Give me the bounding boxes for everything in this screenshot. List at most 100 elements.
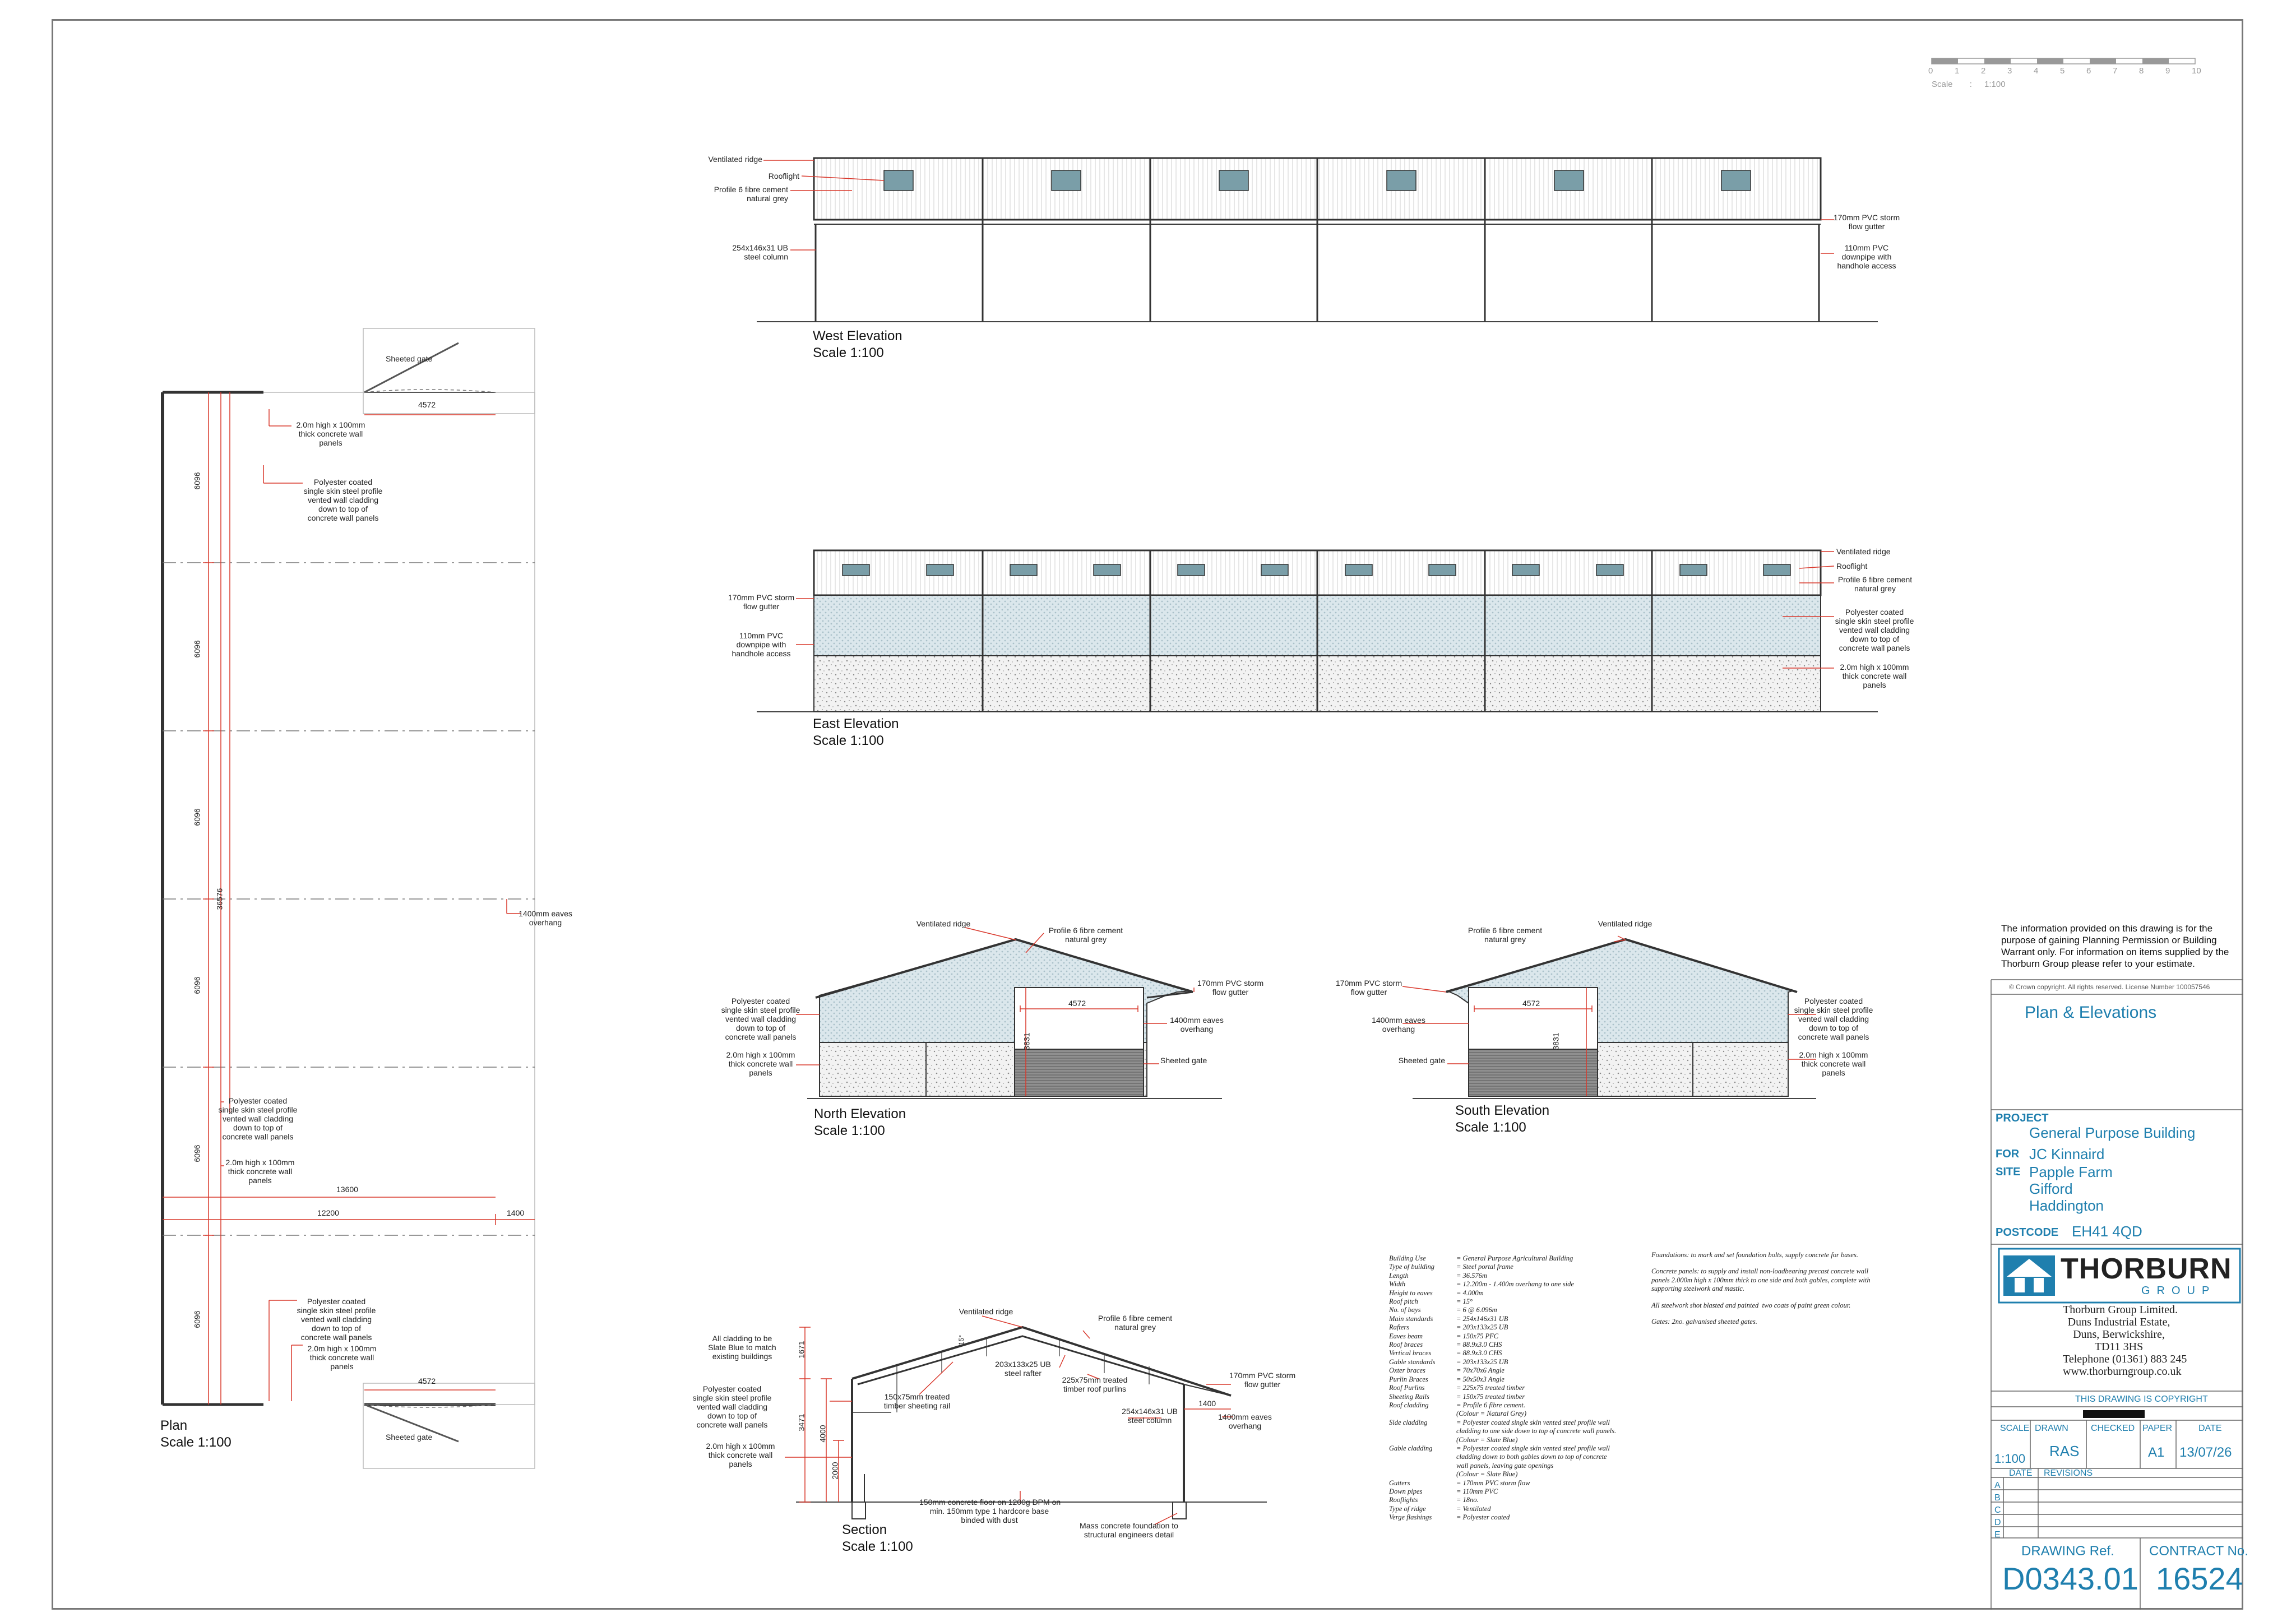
specification-list: Building Use= General Purpose Agricultur… xyxy=(1389,1254,1641,1522)
title-block-frame xyxy=(1991,979,2243,1610)
scale-bar-tick: 6 xyxy=(2086,66,2091,76)
plan-label-wall-mid: 2.0m high x 100mm thick concrete wall pa… xyxy=(225,1158,295,1185)
spec-row: No. of bays= 6 @ 6.096m xyxy=(1389,1306,1641,1314)
spec-row: Type of ridge = Ventilated xyxy=(1389,1505,1641,1513)
south-label-gutter: 170mm PVC storm flow gutter xyxy=(1335,979,1402,997)
spec-key: Main standards xyxy=(1389,1314,1433,1323)
spec-key: Roof cladding xyxy=(1389,1401,1429,1409)
section-dim-pitch: 15° xyxy=(957,1334,966,1346)
east-elevation-scale: Scale 1:100 xyxy=(813,733,884,748)
section-label-cladding: Polyester coated single skin steel profi… xyxy=(692,1384,772,1429)
spec-key: Roof braces xyxy=(1389,1341,1423,1349)
postcode: EH41 4QD xyxy=(2072,1223,2142,1240)
spec-value: = 36.576m xyxy=(1456,1271,1487,1280)
address-line-2: Duns Industrial Estate, xyxy=(2067,1316,2170,1328)
copyright-notice: THIS DRAWING IS COPYRIGHT xyxy=(2075,1394,2208,1404)
spec-key: Rooflights xyxy=(1389,1496,1418,1504)
spec-row: Verge flashings= Polyester coated xyxy=(1389,1513,1641,1522)
spec-value: = Polyester coated xyxy=(1456,1513,1510,1522)
plan-scale: Scale 1:100 xyxy=(160,1435,232,1450)
header-checked: CHECKED xyxy=(2091,1424,2135,1433)
plan-label-cladding-bottom: Polyester coated single skin steel profi… xyxy=(297,1297,376,1342)
plan-label-wall-bottom: 2.0m high x 100mm thick concrete wall pa… xyxy=(307,1344,377,1371)
scale-bar-tick: 5 xyxy=(2060,66,2065,76)
scale-bar xyxy=(1931,58,2196,64)
company-address: Thorburn Group Limited. Duns Industrial … xyxy=(2063,1304,2187,1378)
plan-dim-gate-bottom: 4572 xyxy=(418,1377,436,1385)
spec-row: Length= 36.576m xyxy=(1389,1272,1641,1280)
plan-dim-inner-width: 12200 xyxy=(317,1208,339,1217)
spec-value: = 50x50x3 Angle xyxy=(1456,1375,1505,1383)
spec-value: = 110mm PVC xyxy=(1456,1487,1498,1495)
spec-key: Down pipes xyxy=(1389,1487,1423,1495)
spec-value: = 150x75 PFC xyxy=(1456,1332,1499,1340)
rev-header-revisions: REVISIONS xyxy=(2044,1468,2093,1478)
spec-row: Eaves beam = 150x75 PFC xyxy=(1389,1332,1641,1341)
spec-value: = 225x75 treated timber xyxy=(1456,1384,1525,1392)
site-line-1: Papple Farm xyxy=(2029,1164,2113,1180)
scale-bar-tick: 8 xyxy=(2139,66,2144,76)
value-drawn: RAS xyxy=(2049,1443,2080,1459)
west-label-gutter: 170mm PVC storm flow gutter xyxy=(1833,213,1900,231)
spec-key: Height to eaves xyxy=(1389,1289,1433,1297)
north-elevation-drawing xyxy=(796,927,1222,1099)
spec-key: Building Use xyxy=(1389,1254,1426,1262)
rev-letter-a: A xyxy=(1994,1481,2001,1490)
north-label-gate: Sheeted gate xyxy=(1160,1056,1207,1065)
scale-bar-tick: 2 xyxy=(1981,66,1986,76)
section-title: Section xyxy=(842,1522,887,1537)
spec-row: Height to eaves = 4.000m xyxy=(1389,1289,1641,1297)
spec-key: Rafters xyxy=(1389,1323,1410,1332)
spec-key: Purlin Braces xyxy=(1389,1375,1428,1383)
plan-drawing xyxy=(161,328,535,1469)
section-label-gutter: 170mm PVC storm flow gutter xyxy=(1229,1371,1296,1389)
for-label: FOR xyxy=(1996,1148,2020,1160)
spec-value: = Ventilated xyxy=(1456,1504,1491,1513)
rev-header-date: DATE xyxy=(2009,1468,2033,1478)
scale-bar-tick: 9 xyxy=(2165,66,2170,76)
spec-value: = Polyester coated single skin vented st… xyxy=(1456,1444,1610,1479)
spec-key: Type of ridge xyxy=(1389,1504,1426,1513)
plan-dim-length: 36576 xyxy=(215,888,224,910)
scale-bar-tick: 3 xyxy=(2007,66,2012,76)
section-dim-d: 2000 xyxy=(830,1462,840,1480)
south-elevation-drawing xyxy=(1402,935,1816,1099)
spec-row: Side cladding= Polyester coated single s… xyxy=(1389,1419,1641,1444)
spec-row: Gable cladding= Polyester coated single … xyxy=(1389,1444,1641,1479)
spec-row: Gable standards = 203x133x25 UB xyxy=(1389,1358,1641,1366)
spec-row: Sheeting Rails= 150x75 treated timber xyxy=(1389,1393,1641,1401)
plan-label-cladding-mid: Polyester coated single skin steel profi… xyxy=(218,1096,298,1141)
thorburn-logo-icon xyxy=(1998,1248,2241,1304)
general-note: Concrete panels: to supply and install n… xyxy=(1651,1267,1871,1293)
disclaimer-text: The information provided on this drawing… xyxy=(2001,923,2229,969)
spec-key: Gable standards xyxy=(1389,1357,1436,1366)
spec-value: = 4.000m xyxy=(1456,1289,1484,1297)
section-dim-e: 1400 xyxy=(1198,1399,1216,1408)
rev-letter-e: E xyxy=(1994,1530,2001,1540)
section-label-purlins: 225x75mm treated timber roof purlins xyxy=(1062,1375,1128,1393)
site-line-3: Haddington xyxy=(2029,1197,2104,1214)
spec-value: = 18no. xyxy=(1456,1496,1479,1504)
drawing-ref: D0343.01 xyxy=(2002,1561,2138,1596)
drawing-ref-label: DRAWING Ref. xyxy=(2021,1544,2114,1559)
south-label-wall: 2.0m high x 100mm thick concrete wall pa… xyxy=(1799,1050,1868,1077)
scale-bar-tick: 10 xyxy=(2192,66,2201,76)
plan-label-cladding-top: Polyester coated single skin steel profi… xyxy=(303,478,383,522)
scale-bar-tick: 7 xyxy=(2113,66,2118,76)
spec-key: Roof pitch xyxy=(1389,1297,1418,1306)
east-label-gutter: 170mm PVC storm flow gutter xyxy=(728,593,795,611)
spec-value: = 203x133x25 UB xyxy=(1456,1357,1508,1366)
spec-key: Eaves beam xyxy=(1389,1332,1423,1340)
drawing-title: Plan & Elevations xyxy=(2025,1003,2157,1022)
spec-key: No. of bays xyxy=(1389,1306,1421,1314)
north-dim-width: 4572 xyxy=(1068,999,1086,1008)
address-line-1: Thorburn Group Limited. xyxy=(2063,1304,2178,1316)
spec-key: Width xyxy=(1389,1280,1406,1289)
project-name: General Purpose Building xyxy=(2029,1124,2196,1141)
north-label-wall: 2.0m high x 100mm thick concrete wall pa… xyxy=(726,1050,795,1077)
spec-value: = 70x70x6 Angle xyxy=(1456,1366,1505,1375)
crown-copyright: © Crown copyright. All rights reserved. … xyxy=(2009,983,2210,991)
plan-dim-bay-3: 6096 xyxy=(192,808,202,826)
contract-number: 16524 xyxy=(2156,1561,2243,1596)
